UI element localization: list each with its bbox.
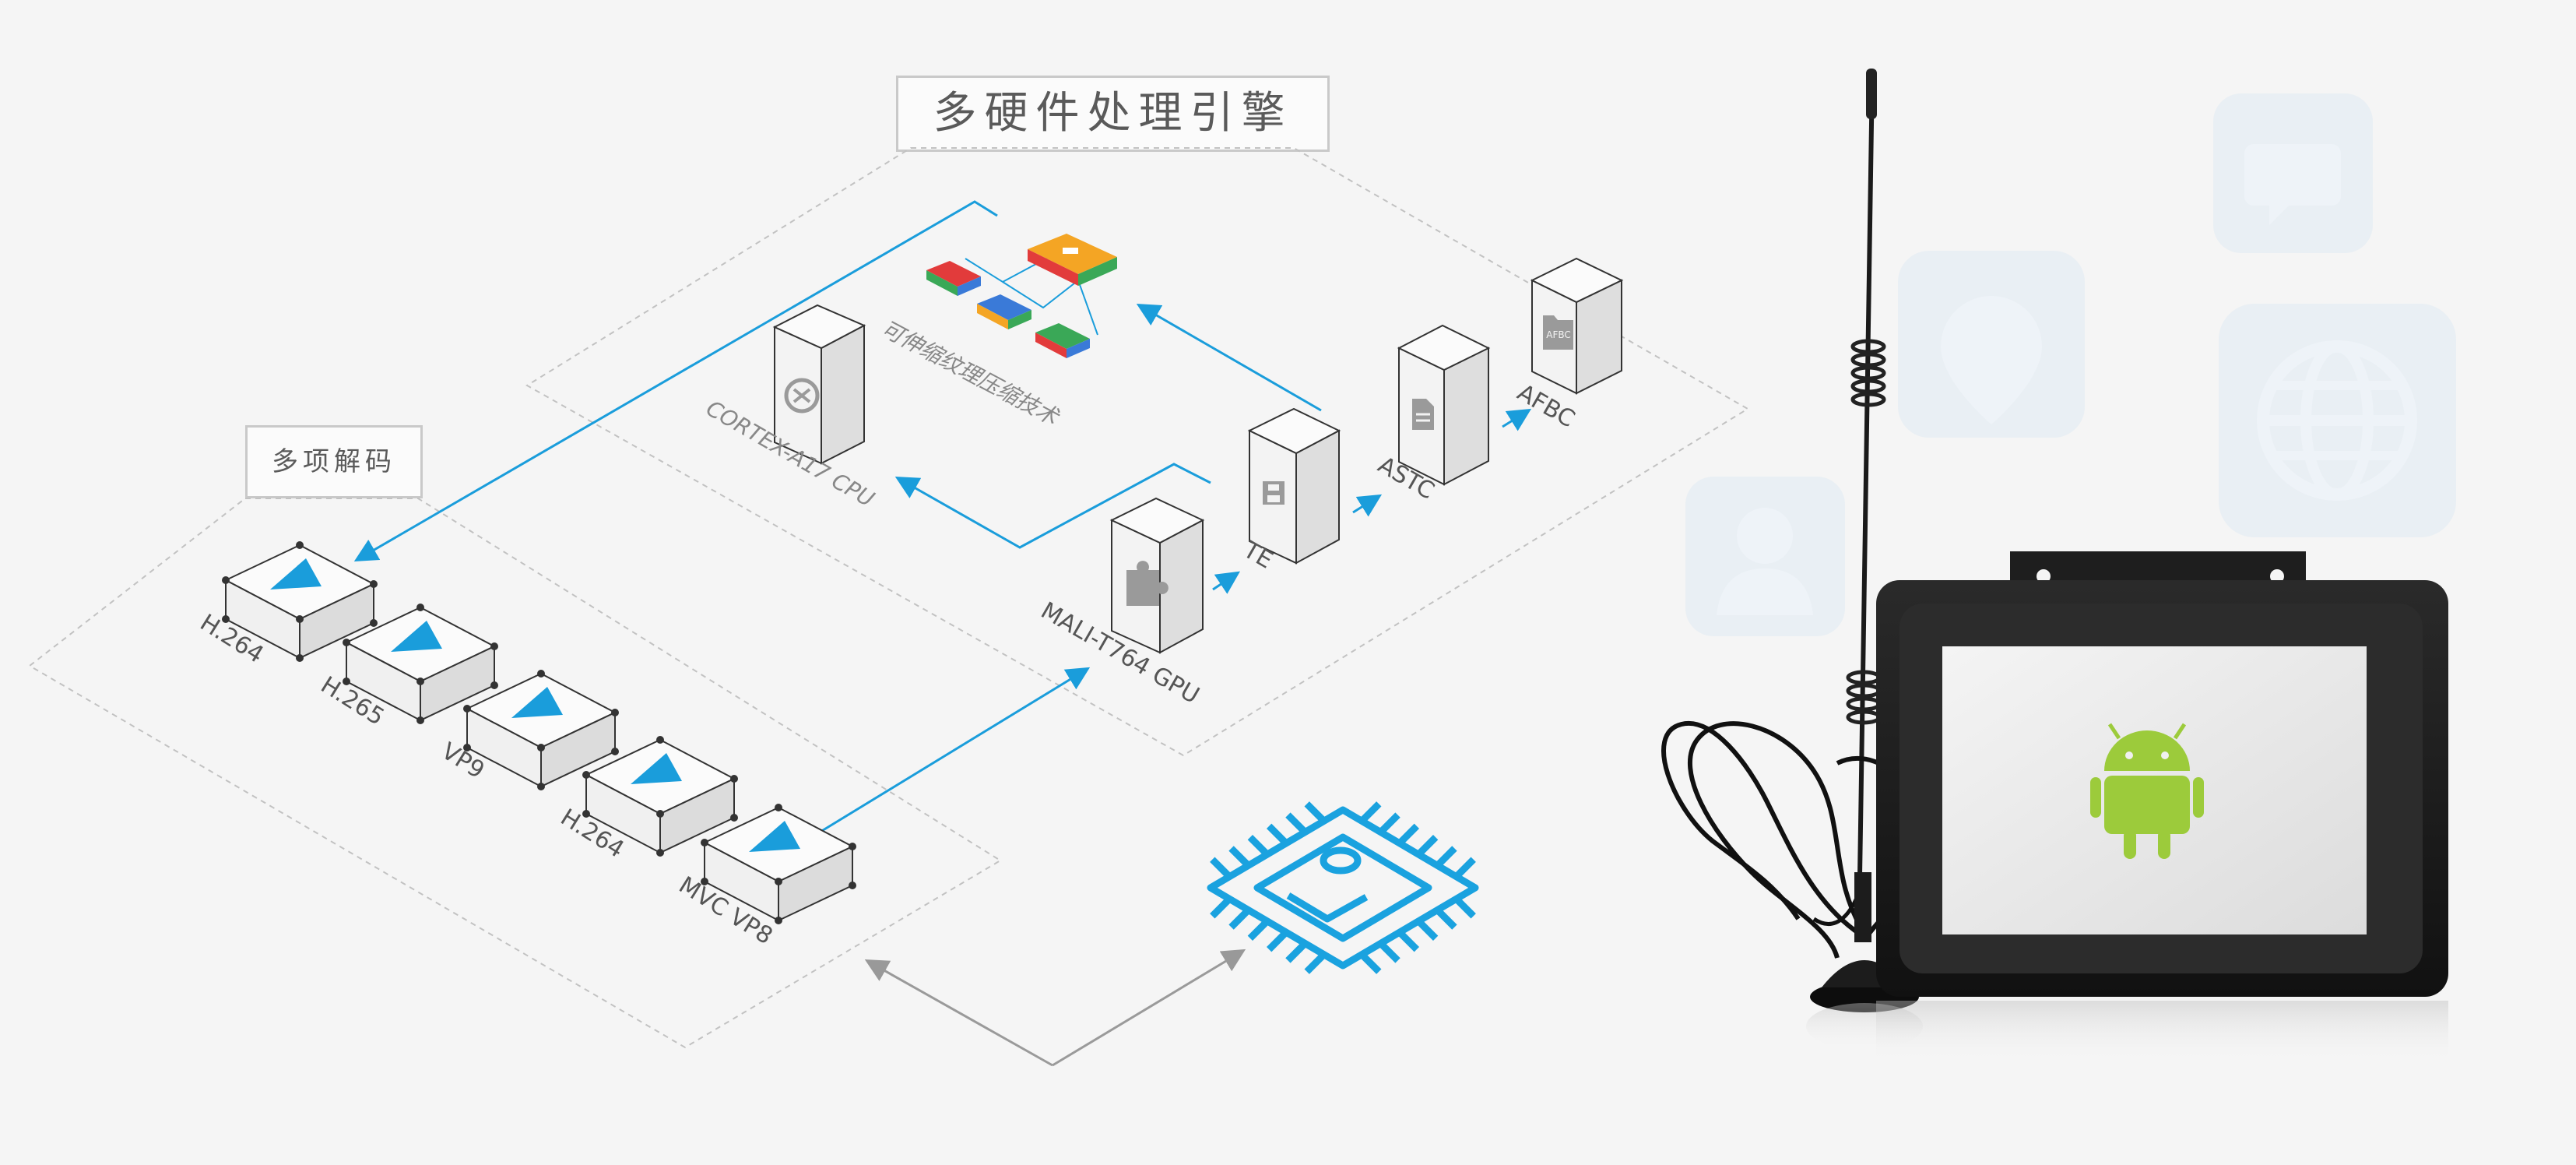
location-icon (1898, 251, 2085, 438)
decode-group-title: 多项解码 (245, 425, 423, 498)
texture-tiles-icon (926, 234, 1117, 358)
decoder-play-icon (749, 821, 800, 852)
astc-box (1397, 324, 1491, 486)
save-icon (1263, 481, 1284, 505)
decoder-play-icon (511, 687, 563, 718)
chat-icon (2213, 93, 2373, 253)
page-title: 多硬件处理引擎 (896, 76, 1330, 152)
decoder-cube: H.264 (195, 541, 378, 669)
afbc-icon-text: AFBC (1546, 329, 1571, 340)
globe-icon (2219, 304, 2456, 537)
chip-icon (1207, 801, 1479, 974)
decoder-cube: VP9 (437, 670, 619, 790)
cpu-box (772, 304, 866, 465)
user-icon (1685, 477, 1845, 636)
background-icons (1685, 93, 2456, 636)
decoder-play-icon (631, 753, 682, 784)
afbc-folder-icon: AFBC (1543, 315, 1573, 350)
decoder-play-icon (270, 558, 322, 590)
puzzle-icon (1126, 561, 1169, 606)
android-icon (2090, 723, 2204, 859)
decoder-cube: H.264 (556, 736, 738, 864)
document-icon (1412, 399, 1434, 430)
gpu-box (1109, 497, 1205, 654)
afbc-box: AFBC (1530, 257, 1624, 395)
android-device (1661, 69, 2448, 1063)
te-box (1247, 407, 1341, 565)
cpu-icon (784, 378, 820, 414)
decoder-play-icon (391, 621, 442, 652)
